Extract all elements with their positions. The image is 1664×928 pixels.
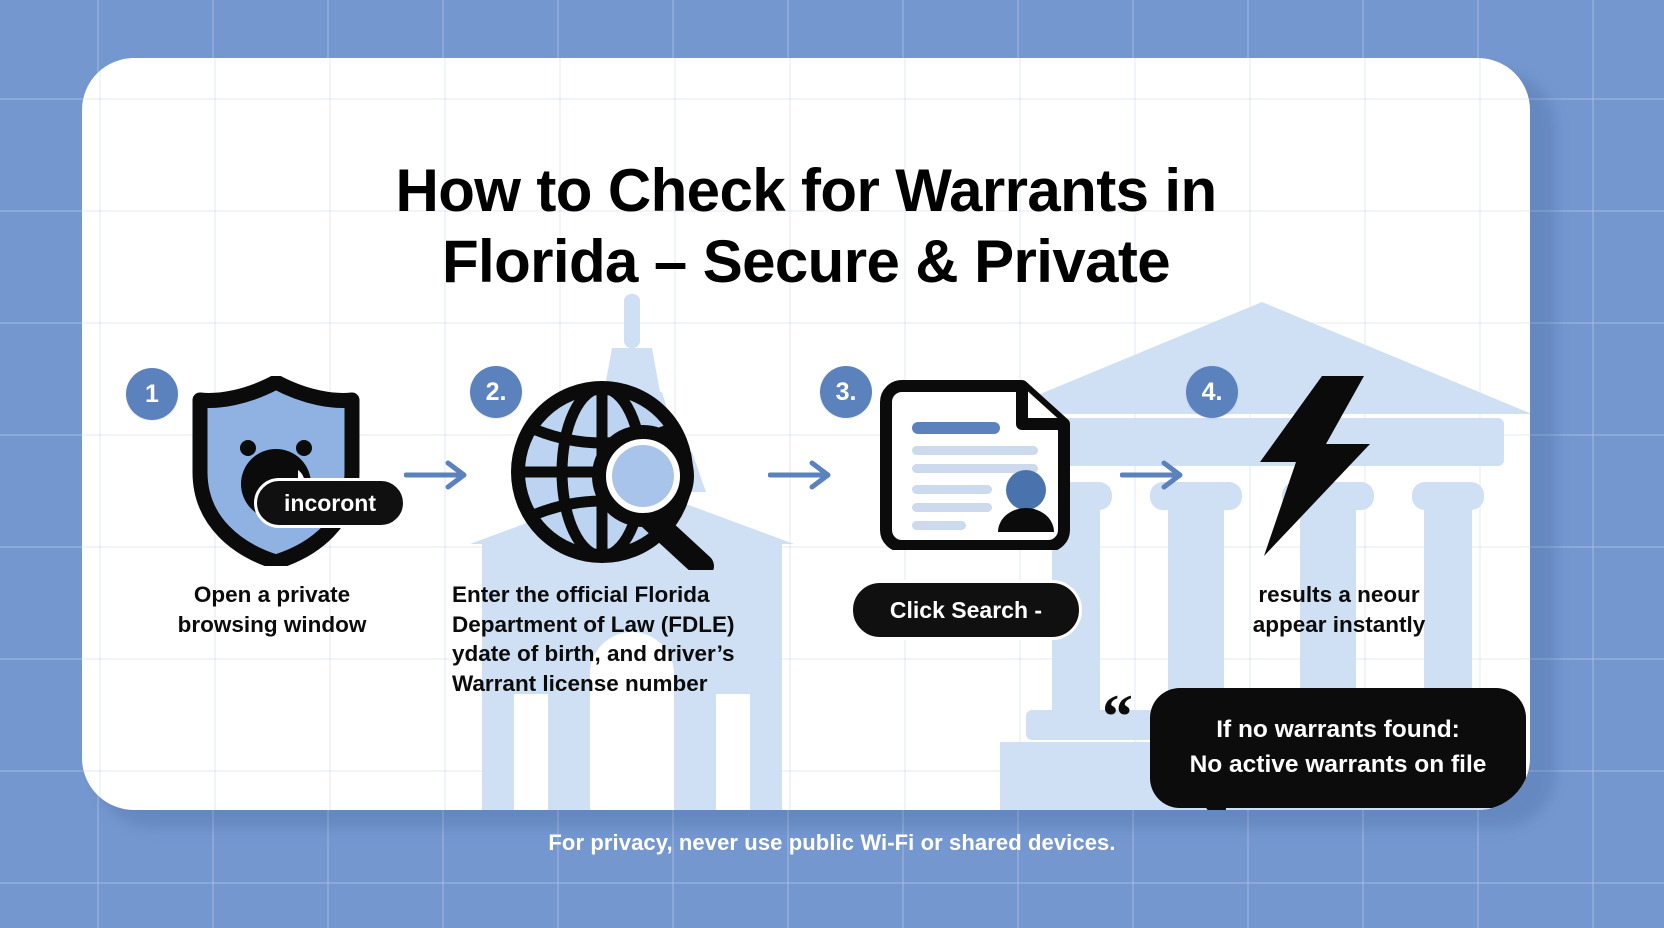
step-4-caption-line-1: results a neour <box>1258 582 1420 607</box>
page-title: How to Check for Warrants in Florida – S… <box>82 156 1530 298</box>
click-search-pill[interactable]: Click Search - <box>850 580 1082 640</box>
bubble-line-2: No active warrants on file <box>1189 751 1487 778</box>
no-warrants-speech-bubble: If no warrants found: No active warrants… <box>1150 688 1526 808</box>
bubble-line-1: If no warrants found: <box>1216 716 1460 744</box>
step-4-number-badge: 4. <box>1186 366 1238 418</box>
arrow-step-2-to-3-icon <box>768 460 831 490</box>
step-3-number-badge: 3. <box>820 366 872 418</box>
quote-mark-icon: “ <box>1102 683 1133 751</box>
document-profile-icon <box>880 380 1070 552</box>
footer-note: For privacy, never use public Wi-Fi or s… <box>548 830 1116 855</box>
click-search-label: Click Search - <box>889 596 1043 623</box>
step-1-caption-line-2: browsing window <box>177 611 367 637</box>
incognito-badge-label: incoront <box>284 489 376 516</box>
globe-search-icon <box>511 381 714 578</box>
step-2-number-badge: 2. <box>470 366 522 418</box>
step-2-caption: Enter the official Florida Department of… <box>452 580 792 699</box>
title-line-1: How to Check for Warrants in <box>395 157 1217 224</box>
shield-incognito-icon <box>192 374 360 570</box>
arrow-step-3-to-4-icon <box>1120 460 1183 490</box>
title-line-2: Florida – Secure & Private <box>441 227 1171 295</box>
step-2-caption-line-2: Department of Law (FDLE) <box>452 611 735 637</box>
arrow-step-1-to-2-icon <box>404 460 467 490</box>
step-1-number-badge: 1 <box>126 368 178 420</box>
step-2-caption-line-3: ydate of birth, and driver’s <box>452 641 735 667</box>
step-1-caption-line-1: Open a private <box>193 582 351 607</box>
step-4-caption: results a neour appear instantly <box>1174 580 1504 639</box>
step-4-caption-line-2: appear instantly <box>1252 611 1426 637</box>
incognito-badge-pill[interactable]: incoront <box>254 478 406 528</box>
infographic-card: How to Check for Warrants in Florida – S… <box>82 58 1530 810</box>
step-2-caption-line-1: Enter the official Florida <box>452 582 710 607</box>
step-1-caption: Open a private browsing window <box>102 580 442 639</box>
lightning-bolt-icon <box>1260 376 1370 556</box>
step-2-caption-line-4: Warrant license number <box>452 671 708 697</box>
